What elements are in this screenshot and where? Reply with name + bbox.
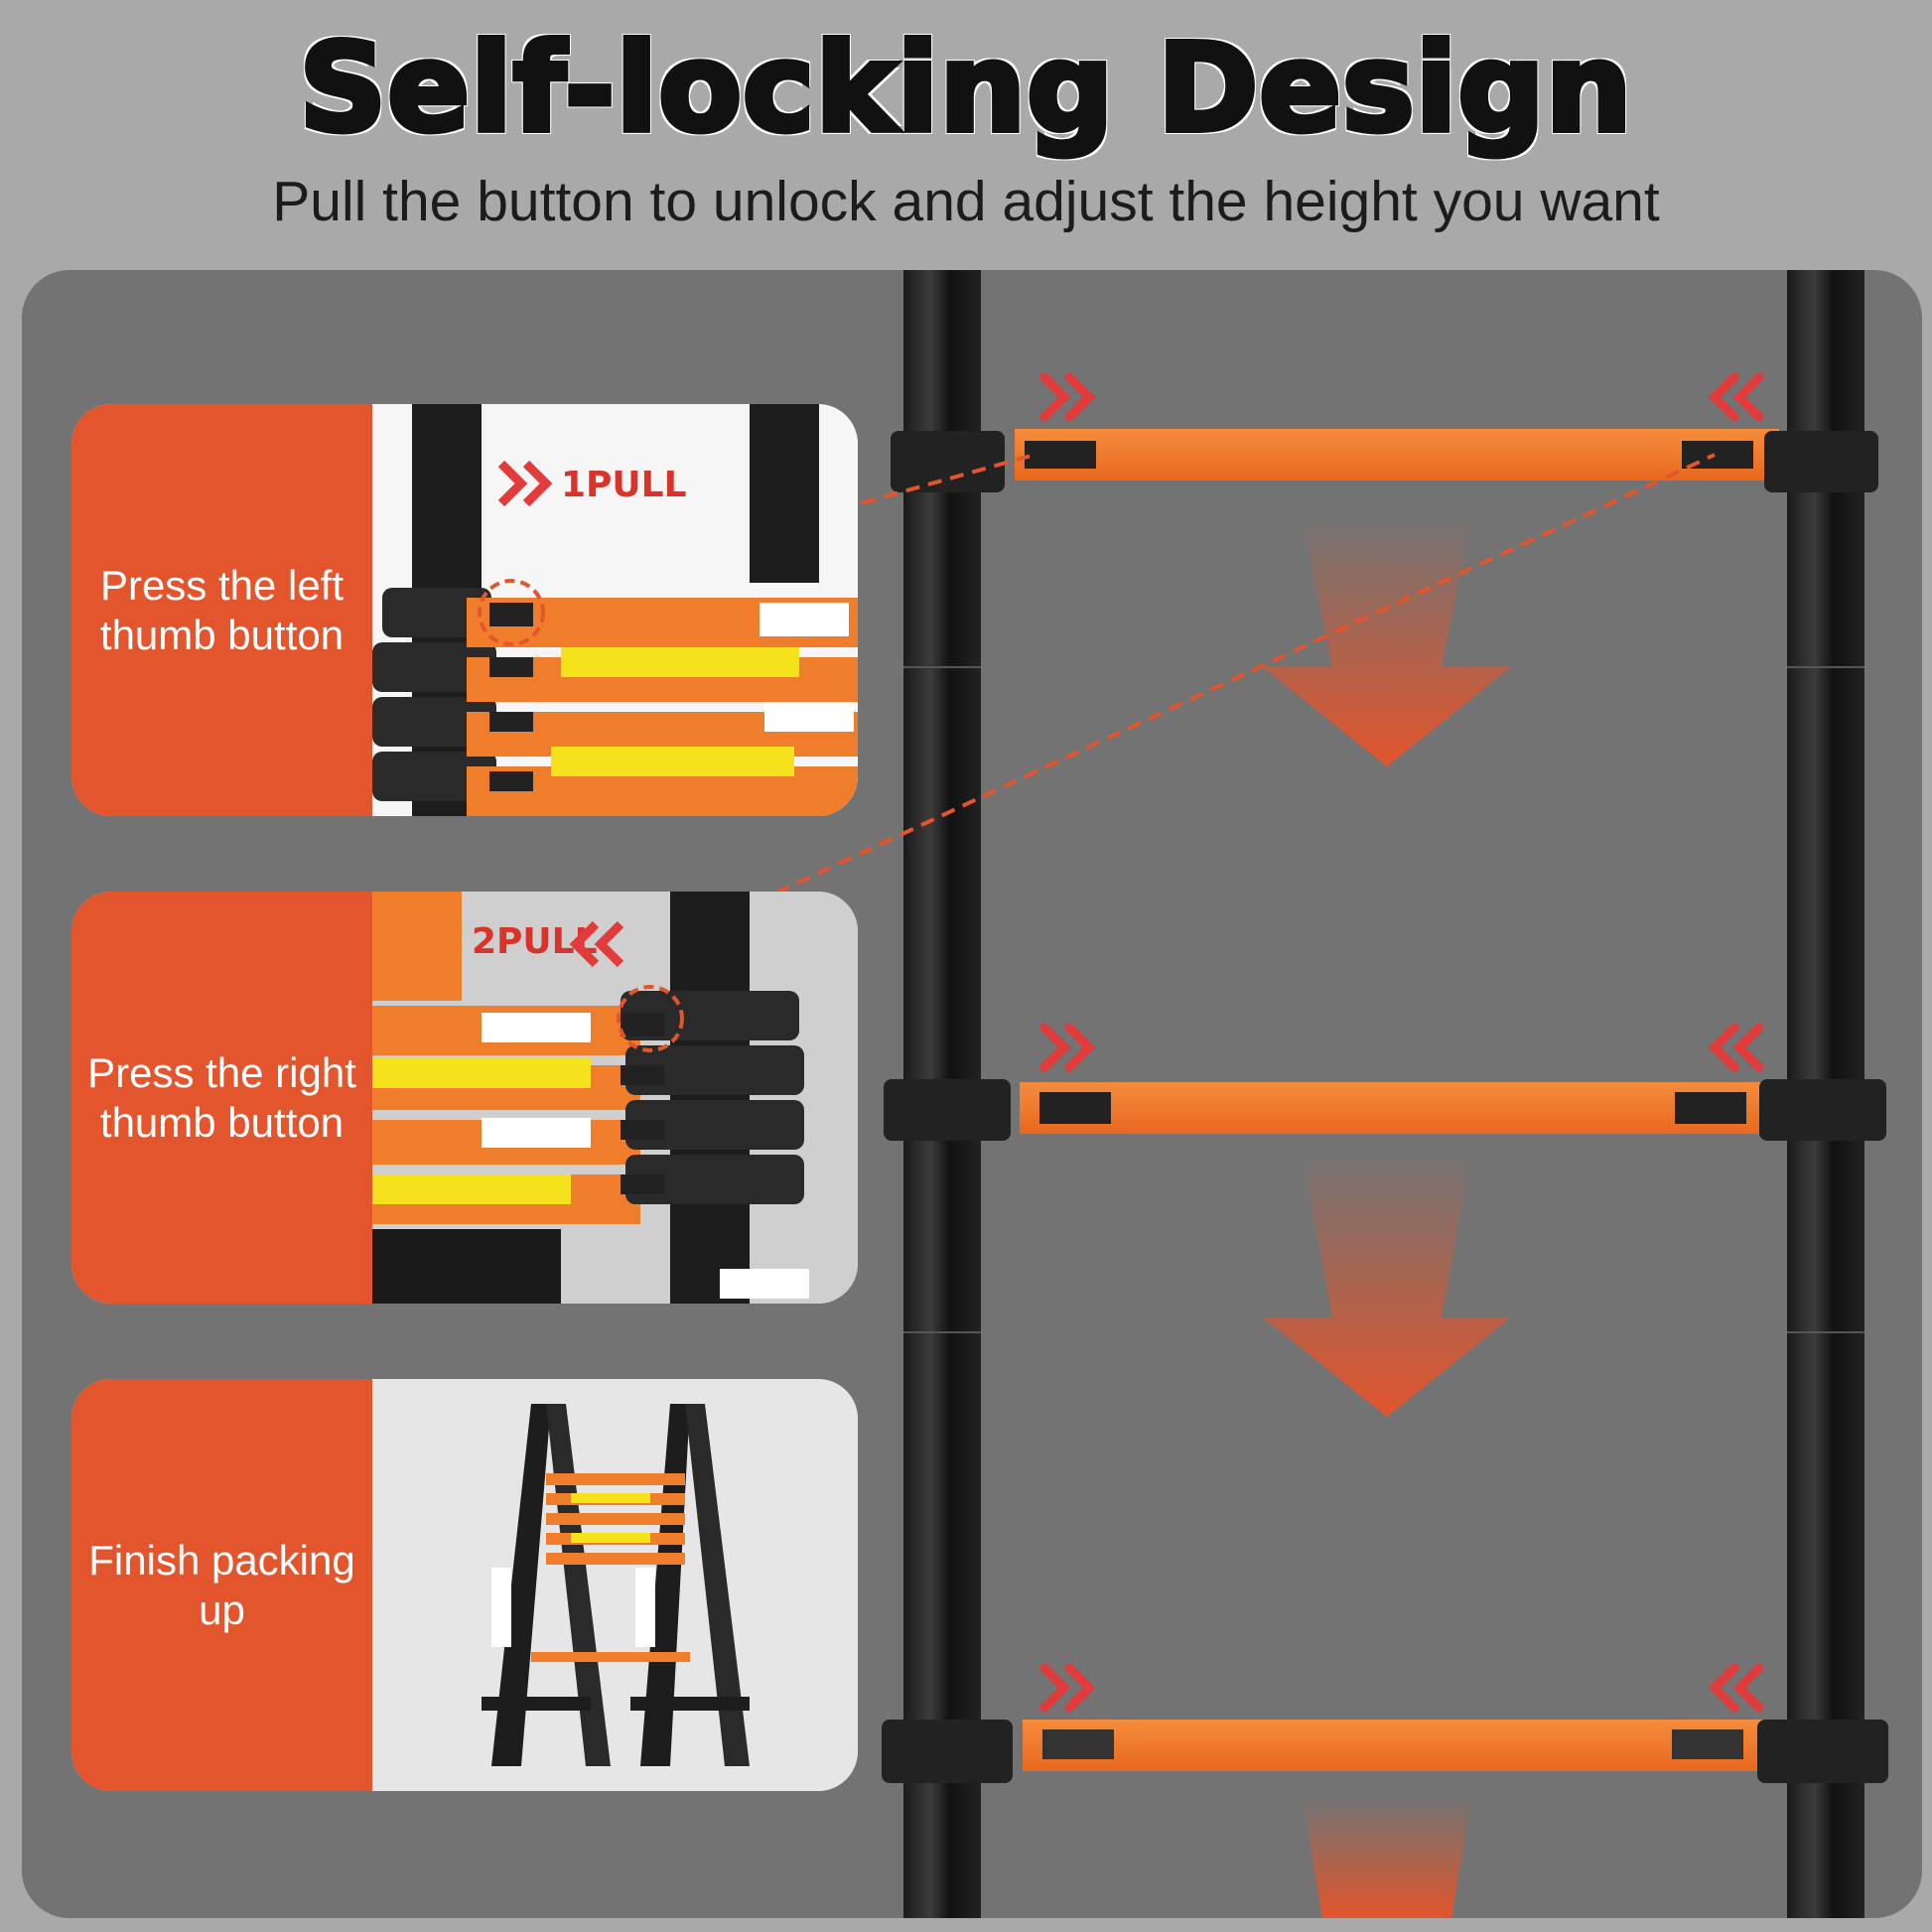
step-label-box-1: Press the left thumb button [71,404,372,816]
dashed-circle-icon [478,579,545,646]
step-photo-3 [372,1379,858,1791]
rung-1 [891,429,1878,492]
step-label-3: Finish packing up [88,1536,355,1633]
double-chevron-right-icon [1039,1663,1096,1713]
double-chevron-left-icon [569,920,624,968]
step-card-2: Press the right thumb button [71,892,858,1304]
step-label-1: Press the left thumb button [99,561,345,658]
step-label-2: Press the right thumb button [87,1048,356,1146]
double-chevron-left-icon [1708,1663,1764,1713]
step-card-3: Finish packing up [71,1379,858,1791]
step-card-1: Press the left thumb button [71,404,858,816]
page-subtitle: Pull the button to unlock and adjust the… [272,170,1660,233]
rung-3 [882,1720,1888,1783]
dashed-circle-icon [617,985,684,1052]
double-chevron-left-icon [1708,372,1764,422]
pull-label-1: 1PULL [561,465,687,505]
step-photo-1: 1PULL [372,404,858,816]
step-label-box-2: Press the right thumb button [71,892,372,1304]
ladder-illustration [487,270,1888,1918]
down-arrow-icon [1263,1154,1511,1417]
double-chevron-right-icon [1039,1023,1096,1072]
rung-2 [884,1079,1886,1141]
double-chevron-right-icon [497,460,553,507]
step-label-box-3: Finish packing up [71,1379,372,1791]
step-photo-2: 2PULL [372,892,858,1304]
down-arrow-icon [1263,518,1511,766]
double-chevron-right-icon [1039,372,1096,422]
double-chevron-left-icon [1708,1023,1764,1072]
down-arrow-icon [1303,1799,1471,1918]
main-panel: Press the left thumb button [22,270,1922,1918]
folded-ladder-image [482,1404,750,1766]
page-title: Self-locking Design [296,15,1634,162]
